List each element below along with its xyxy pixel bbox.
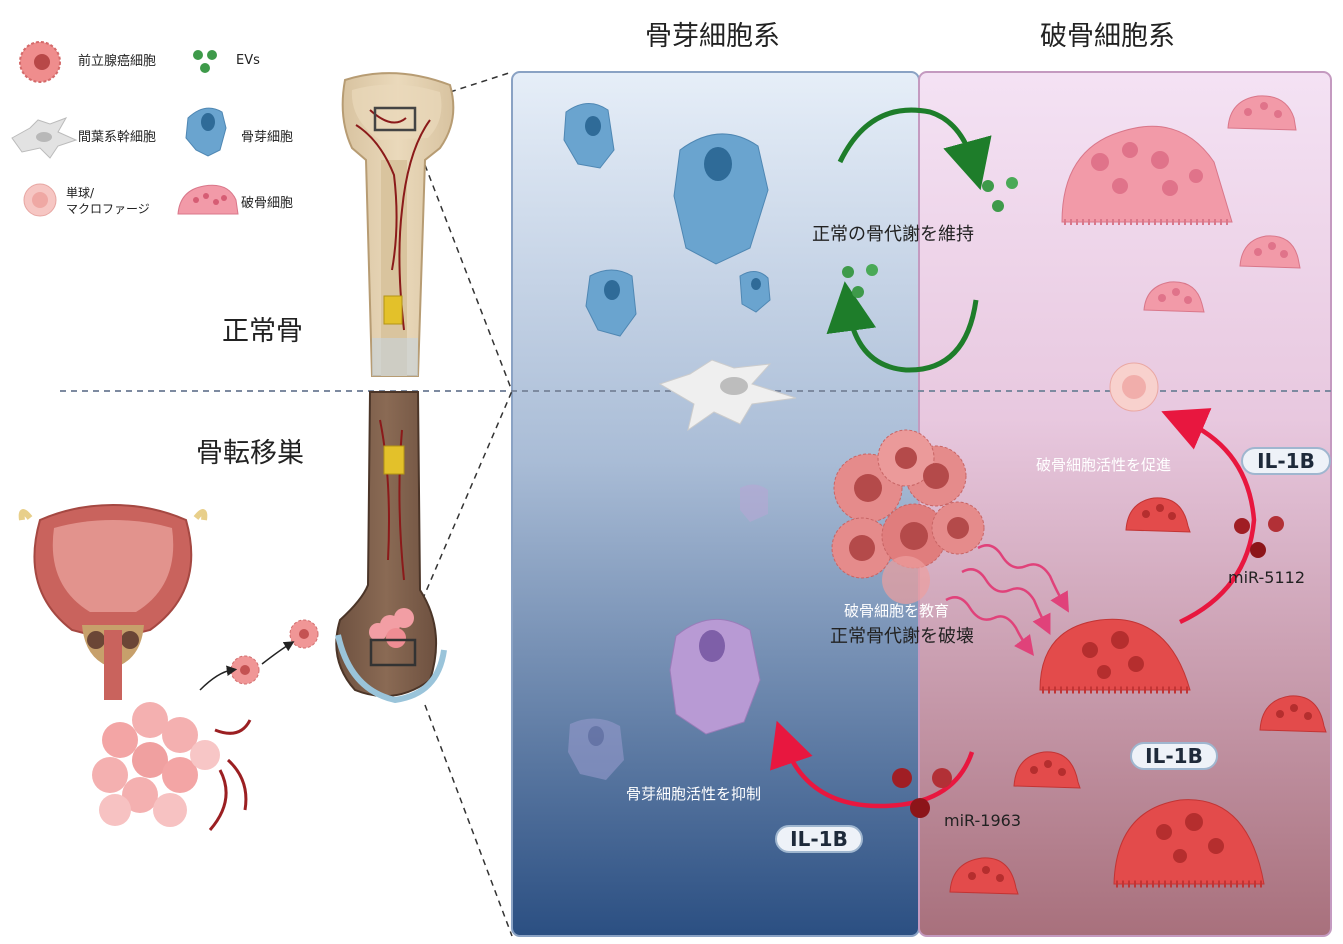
- prostate-cancer-cell-icon: [19, 41, 61, 83]
- migration-arrow: [199, 665, 238, 691]
- osteoblast-cell: [673, 133, 769, 265]
- metastasis-zoom-box: [369, 638, 417, 667]
- activated-osteoclast-cell: [1259, 695, 1327, 733]
- osteoblast-cell: [585, 269, 637, 337]
- legend-label-monocyte: 単球/: [66, 186, 95, 200]
- promote-osteoclast-text: 破骨細胞活性を促進: [1036, 456, 1172, 474]
- activated-osteoclast-cell: [1125, 497, 1191, 533]
- osteoclast-cell: [1061, 125, 1233, 225]
- il1b-badge-upper: IL-1B: [1241, 447, 1331, 475]
- activated-osteoclast-cell: [1113, 799, 1265, 888]
- osteoblast-cell: [563, 103, 615, 169]
- circulating-tumor-cell-icon: [230, 619, 319, 685]
- suppressed-osteoblast-cell: [740, 484, 768, 522]
- educate-osteoclast-text: 破骨細胞を教育: [844, 602, 950, 620]
- mesenchymal-stem-cell-icon: [11, 117, 78, 159]
- mir-1963-ev-cluster: [892, 768, 952, 818]
- normal-bone-illustration: [341, 72, 455, 377]
- maintain-metabolism-text: 正常の骨代謝を維持: [812, 224, 974, 245]
- suppressed-osteoblast-cell: [669, 618, 761, 735]
- legend-label-mesenchymal-stem-cell: 間葉系幹細胞: [78, 130, 157, 145]
- osteoclast-lineage-header: 破骨細胞系: [1040, 21, 1175, 52]
- osteoclast-icon: [177, 184, 239, 215]
- ev-cluster: [982, 177, 1018, 212]
- il1b-badge-lower: IL-1B: [775, 825, 863, 853]
- activated-osteoclast-cell: [1013, 751, 1081, 789]
- green-cycle-arrow: [837, 107, 992, 191]
- mesenchymal-stem-cell: [658, 359, 797, 432]
- prostate-cancer-cell-cluster: [831, 429, 985, 604]
- monocyte-macrophage-icon: [23, 183, 57, 217]
- zoom-lines: [417, 71, 513, 937]
- legend-label-osteoblast: 骨芽細胞: [241, 130, 294, 145]
- legend-label-macrophage: マクロファージ: [66, 202, 150, 216]
- legend-label-prostate-cancer-cell: 前立腺癌細胞: [78, 54, 157, 69]
- ev-release-arrows: [945, 544, 1069, 657]
- normal-bone-zoom-box: [373, 106, 417, 132]
- red-suppress-arrow: [770, 720, 975, 809]
- green-cycle-arrow: [826, 281, 979, 373]
- bone-metastasis-label: 骨転移巣: [196, 438, 304, 469]
- osteoclast-cell: [1239, 235, 1301, 269]
- normal-bone-label: 正常骨: [222, 316, 303, 347]
- ev-icon: [193, 50, 217, 73]
- activated-osteoclast-cell: [1039, 618, 1191, 694]
- suppress-osteoblast-text: 骨芽細胞活性を抑制: [626, 785, 762, 803]
- mir-5112-ev-cluster: [1234, 516, 1284, 558]
- metastatic-bone-illustration: [335, 391, 447, 704]
- migration-arrow: [261, 641, 295, 665]
- il1b-badge-middle: IL-1B: [1130, 742, 1218, 770]
- legend-label-evs: EVs: [236, 53, 260, 68]
- monocyte-macrophage-cell: [1109, 362, 1159, 412]
- osteoclast-cell: [1143, 281, 1205, 313]
- legend-label-osteoclast: 破骨細胞: [241, 196, 294, 211]
- disrupt-metabolism-text: 正常骨代謝を破壊: [830, 626, 974, 647]
- tumor-mass-illustration: [92, 702, 252, 831]
- ev-cluster: [842, 264, 878, 298]
- osteoblast-icon: [185, 107, 227, 157]
- activated-osteoclast-cell: [949, 857, 1019, 895]
- red-promote-arrow: [1161, 408, 1257, 625]
- osteoblast-cell: [739, 271, 771, 313]
- prostate-illustration: [18, 503, 208, 700]
- suppressed-osteoblast-cell: [568, 718, 624, 780]
- mir-5112-label: miR-5112: [1228, 568, 1305, 587]
- osteoclast-cell: [1227, 95, 1297, 131]
- mir-1963-label: miR-1963: [944, 811, 1021, 830]
- osteoblast-lineage-header: 骨芽細胞系: [645, 21, 780, 52]
